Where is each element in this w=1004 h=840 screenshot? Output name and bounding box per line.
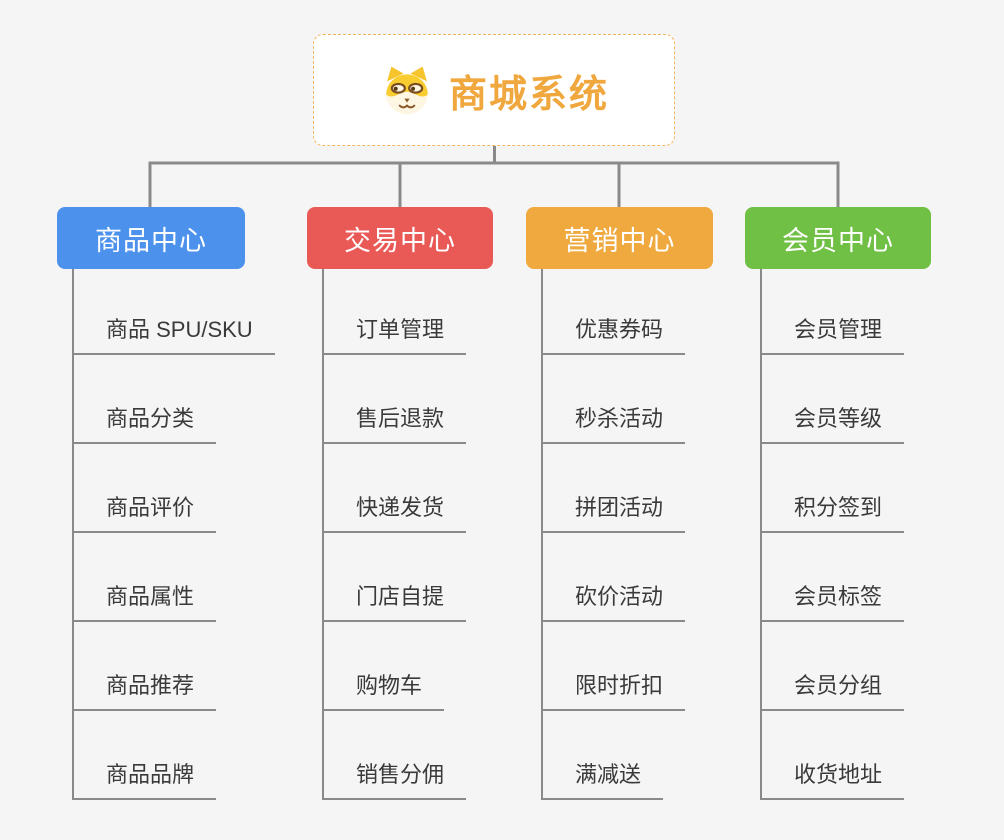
leaf-label: 会员管理 [760,312,905,355]
branch-node-product[interactable]: 商品中心 [57,207,245,269]
leaf-node[interactable]: 门店自提 [322,533,467,622]
branch-member-center: 会员中心 会员管理 会员等级 积分签到 会员标签 [745,207,931,800]
leaf-node[interactable]: 商品 SPU/SKU [72,266,275,355]
leaf-label: 门店自提 [322,579,467,622]
branch-spine-line [72,269,74,800]
leaf-label: 优惠券码 [541,312,686,355]
branch-spine-line [322,269,324,800]
leaf-label: 商品推荐 [72,668,217,711]
leaf-node[interactable]: 商品评价 [72,444,275,533]
branch-label: 商品中心 [95,225,207,256]
branch-items-member: 会员管理 会员等级 积分签到 会员标签 会员分组 [760,266,905,800]
leaf-node[interactable]: 会员等级 [760,355,905,444]
leaf-node[interactable]: 商品属性 [72,533,275,622]
leaf-node[interactable]: 商品品牌 [72,711,275,800]
leaf-node[interactable]: 快递发货 [322,444,467,533]
leaf-node[interactable]: 满减送 [541,711,685,800]
branch-items-marketing: 优惠券码 秒杀活动 拼团活动 砍价活动 限时折扣 [541,266,686,800]
branch-items-product: 商品 SPU/SKU 商品分类 商品评价 商品属性 商品推荐 [72,266,275,800]
branch-items-trade: 订单管理 售后退款 快递发货 门店自提 购物车 销 [322,266,467,800]
branch-label: 会员中心 [782,225,894,256]
leaf-label: 秒杀活动 [541,401,686,444]
leaf-node[interactable]: 会员管理 [760,266,905,355]
branch-node-marketing[interactable]: 营销中心 [526,207,713,269]
leaf-label: 快递发货 [322,490,467,533]
branch-node-trade[interactable]: 交易中心 [307,207,493,269]
leaf-label: 订单管理 [322,312,467,355]
leaf-node[interactable]: 砍价活动 [541,533,686,622]
leaf-label: 满减送 [541,757,664,800]
shiba-dog-icon [379,64,435,116]
leaf-node[interactable]: 会员标签 [760,533,905,622]
branch-trade-center: 交易中心 订单管理 售后退款 快递发货 门店自提 [307,207,493,800]
branch-marketing-center: 营销中心 优惠券码 秒杀活动 拼团活动 砍价活动 [526,207,713,800]
leaf-node[interactable]: 售后退款 [322,355,467,444]
branch-label: 交易中心 [344,225,456,256]
leaf-node[interactable]: 优惠券码 [541,266,686,355]
leaf-label: 商品 SPU/SKU [72,312,275,355]
root-label: 商城系统 [448,73,609,116]
leaf-node[interactable]: 秒杀活动 [541,355,686,444]
leaf-label: 会员等级 [760,401,905,444]
leaf-label: 拼团活动 [541,490,686,533]
leaf-node[interactable]: 商品推荐 [72,622,275,711]
leaf-label: 购物车 [322,668,445,711]
branch-product-center: 商品中心 商品 SPU/SKU 商品分类 商品评价 商品属性 [57,207,275,800]
leaf-label: 商品评价 [72,490,217,533]
root-node[interactable]: 商城系统 [313,34,675,146]
leaf-label: 积分签到 [760,490,905,533]
leaf-label: 会员标签 [760,579,905,622]
leaf-label: 限时折扣 [541,668,686,711]
leaf-node[interactable]: 商品分类 [72,355,275,444]
branch-label: 营销中心 [563,225,676,256]
leaf-node[interactable]: 限时折扣 [541,622,686,711]
leaf-node[interactable]: 会员分组 [760,622,905,711]
leaf-label: 商品品牌 [72,757,217,800]
leaf-label: 销售分佣 [322,757,467,800]
leaf-node[interactable]: 收货地址 [760,711,905,800]
leaf-label: 会员分组 [760,668,905,711]
leaf-node[interactable]: 拼团活动 [541,444,686,533]
leaf-node[interactable]: 订单管理 [322,266,467,355]
leaf-label: 商品分类 [72,401,217,444]
leaf-label: 砍价活动 [541,579,686,622]
leaf-node[interactable]: 销售分佣 [322,711,467,800]
branch-node-member[interactable]: 会员中心 [745,207,931,269]
leaf-node[interactable]: 积分签到 [760,444,905,533]
branch-spine-line [541,269,543,800]
leaf-node[interactable]: 购物车 [322,622,466,711]
leaf-label: 商品属性 [72,579,217,622]
branch-spine-line [760,269,762,800]
leaf-label: 收货地址 [760,757,905,800]
leaf-label: 售后退款 [322,401,467,444]
